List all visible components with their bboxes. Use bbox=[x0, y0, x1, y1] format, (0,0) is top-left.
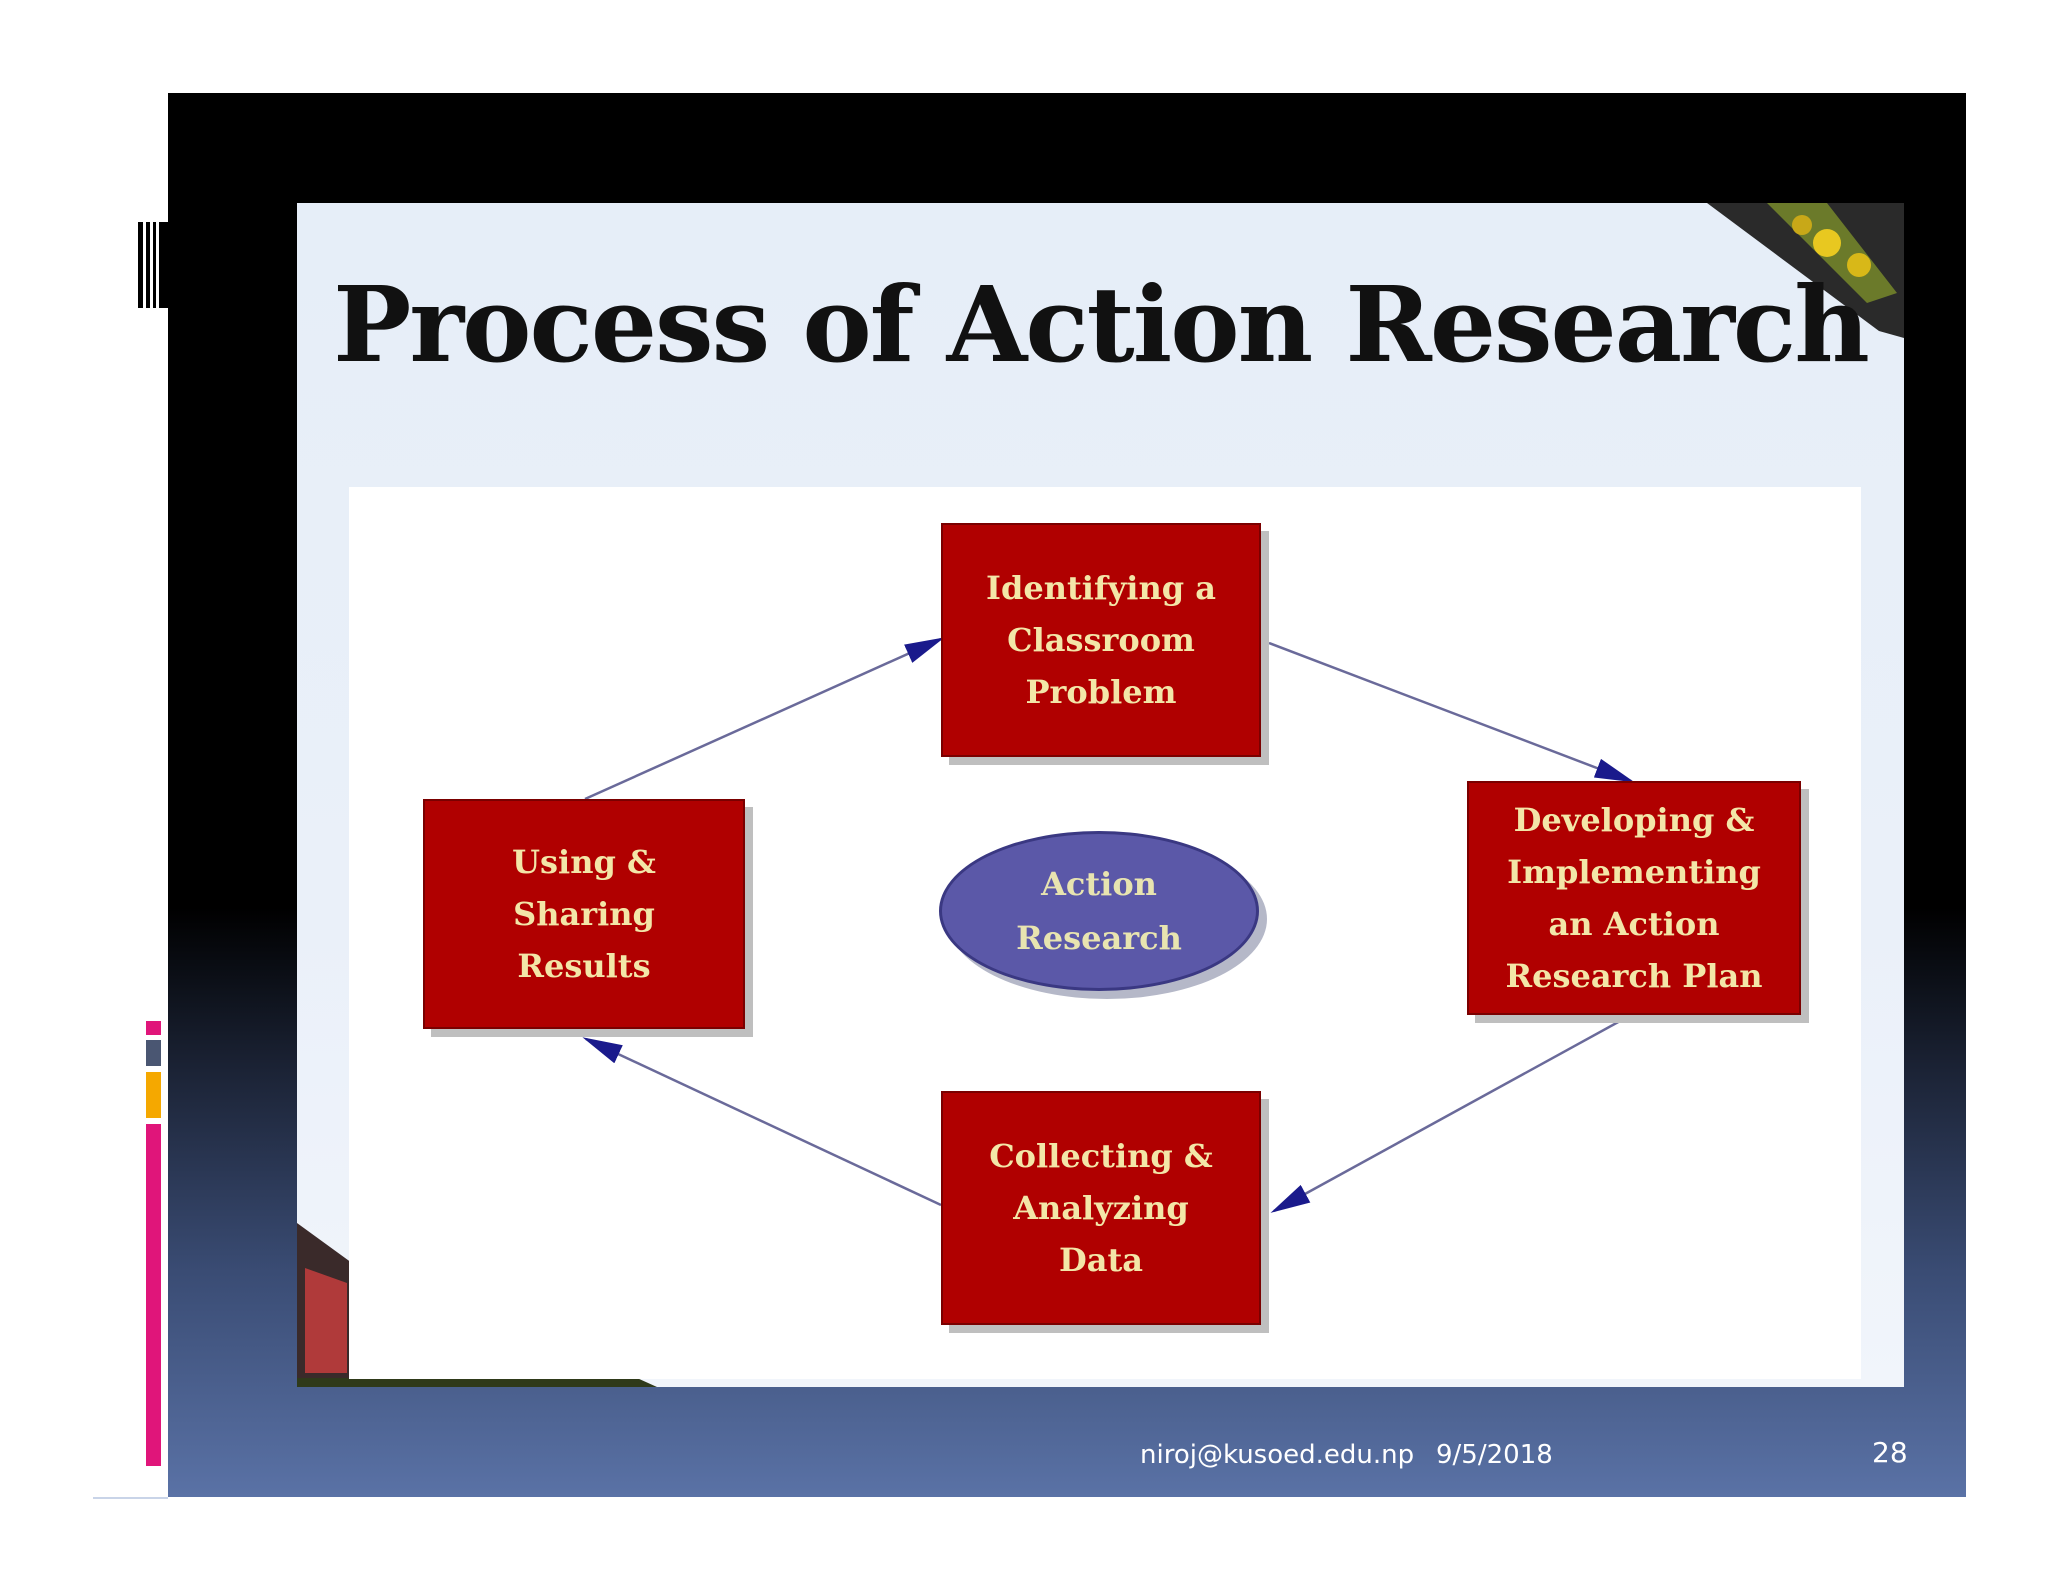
step-identifying-problem: Identifying a Classroom Problem bbox=[941, 523, 1261, 757]
filmstrip-decoration bbox=[1707, 203, 1904, 338]
step-sharing-results: Using & Sharing Results bbox=[423, 799, 745, 1029]
footer-email: niroj@kusoed.edu.np bbox=[1140, 1440, 1415, 1470]
footer-date: 9/5/2018 bbox=[1436, 1440, 1553, 1470]
center-action-research: Action Research bbox=[939, 831, 1259, 991]
filmstrip-corner-decoration bbox=[297, 1223, 657, 1387]
bottom-rule bbox=[93, 1497, 168, 1499]
arrow-results-to-problem bbox=[584, 637, 945, 801]
slide-title: Process of Action Research bbox=[333, 263, 1870, 386]
step-developing-plan: Developing & Implementing an Action Rese… bbox=[1467, 781, 1801, 1015]
accent-square-pink bbox=[146, 1021, 161, 1035]
step-collecting-data: Collecting & Analyzing Data bbox=[941, 1091, 1261, 1325]
arrow-plan-to-data bbox=[1270, 1013, 1632, 1213]
arrow-data-to-results bbox=[582, 1037, 942, 1207]
accent-bar-orange bbox=[146, 1072, 161, 1118]
slide-number: 28 bbox=[1872, 1436, 1908, 1469]
left-stripe-decoration bbox=[138, 222, 168, 308]
slide-content-image: Process of Action Research Identifying a… bbox=[297, 203, 1904, 1387]
cycle-arrows bbox=[582, 637, 1635, 1213]
diagram-panel: Identifying a Classroom Problem Developi… bbox=[349, 487, 1861, 1379]
arrow-problem-to-plan bbox=[1268, 641, 1635, 783]
accent-bar-pink bbox=[146, 1124, 161, 1466]
accent-square-slate bbox=[146, 1040, 161, 1066]
